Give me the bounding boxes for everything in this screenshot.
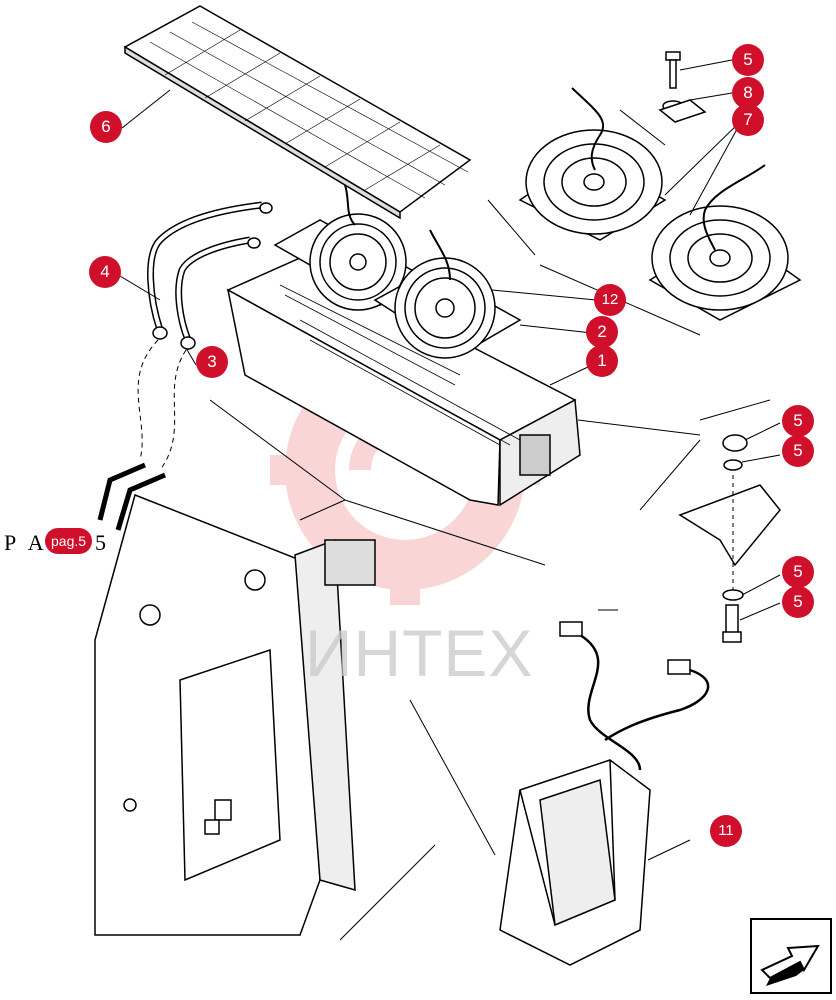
leader-11 bbox=[647, 839, 691, 861]
hose-end-fittings bbox=[97, 462, 166, 531]
bolt-and-washer-top bbox=[658, 51, 707, 123]
callout-8[interactable]: 8 bbox=[732, 77, 764, 109]
leader-3 bbox=[185, 347, 197, 366]
page-reference-badge[interactable]: pag.5 bbox=[45, 528, 93, 554]
wiring-harness bbox=[579, 633, 710, 771]
callout-2[interactable]: 2 bbox=[586, 316, 618, 348]
condenser-fan-left bbox=[273, 213, 432, 311]
arrow-right-icon bbox=[760, 944, 820, 986]
leader-7a bbox=[664, 119, 743, 196]
callout-1[interactable]: 1 bbox=[586, 345, 618, 377]
leader-5b bbox=[744, 422, 781, 441]
evaporator-housing bbox=[226, 257, 581, 507]
leader-7b bbox=[689, 119, 743, 216]
page-reference-prefix: P A bbox=[4, 530, 48, 555]
leader-5a bbox=[679, 59, 733, 71]
callout-5[interactable]: 5 bbox=[782, 556, 814, 588]
cab-frame-side-view bbox=[94, 493, 376, 936]
leader-12 bbox=[491, 289, 597, 301]
leader-5d bbox=[741, 574, 781, 596]
spare-fan-2 bbox=[648, 205, 802, 321]
callout-3[interactable]: 3 bbox=[196, 346, 228, 378]
callout-5[interactable]: 5 bbox=[782, 586, 814, 618]
callout-6[interactable]: 6 bbox=[90, 111, 122, 143]
leader-8 bbox=[689, 92, 733, 101]
callout-7[interactable]: 7 bbox=[732, 104, 764, 136]
leader-5e bbox=[739, 602, 781, 621]
callout-11[interactable]: 11 bbox=[710, 815, 742, 847]
spare-fan-1 bbox=[518, 129, 667, 241]
leader-2 bbox=[519, 324, 593, 334]
callout-4[interactable]: 4 bbox=[89, 256, 121, 288]
leader-1 bbox=[549, 365, 591, 386]
callout-5[interactable]: 5 bbox=[732, 44, 764, 76]
leader-6 bbox=[121, 89, 171, 129]
page-reference-suffix: 5 bbox=[95, 530, 110, 555]
filter-panel bbox=[123, 5, 472, 220]
cab-assembly-small bbox=[499, 759, 651, 966]
callout-12[interactable]: 12 bbox=[594, 284, 626, 316]
leader-4 bbox=[119, 275, 161, 301]
leader-5c bbox=[741, 454, 781, 463]
callout-5[interactable]: 5 bbox=[782, 435, 814, 467]
callout-5[interactable]: 5 bbox=[782, 405, 814, 437]
condenser-fan-right bbox=[373, 257, 522, 359]
evaporator-core-grille bbox=[279, 284, 521, 446]
next-page-button[interactable] bbox=[750, 918, 832, 994]
mounting-bracket-hardware bbox=[678, 434, 781, 643]
watermark-text: ИНТЕХ bbox=[305, 616, 534, 690]
